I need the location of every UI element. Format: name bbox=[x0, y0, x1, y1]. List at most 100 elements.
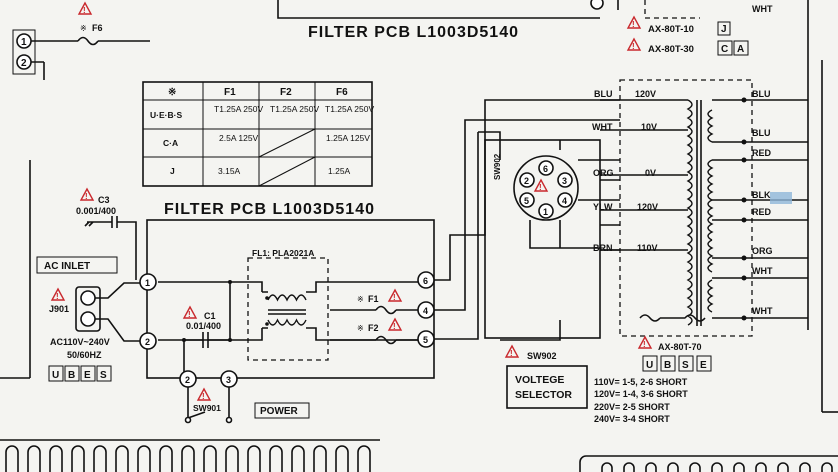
secondary-label: WHT bbox=[752, 306, 773, 316]
line-filter-box bbox=[247, 257, 329, 361]
primary-wire-label: BRN bbox=[593, 243, 613, 253]
svg-text:2: 2 bbox=[524, 176, 529, 186]
secondary-label: BLU bbox=[752, 89, 771, 99]
secondary-winding-4 bbox=[707, 279, 714, 313]
secondary-winding-3 bbox=[707, 239, 714, 273]
svg-text:!: ! bbox=[510, 349, 513, 358]
svg-text:※: ※ bbox=[357, 324, 364, 333]
svg-text:U: U bbox=[646, 360, 653, 371]
svg-text:!: ! bbox=[393, 293, 396, 302]
node-3: 3 bbox=[226, 375, 231, 385]
svg-text:E: E bbox=[700, 360, 707, 371]
table-corner: ※ bbox=[168, 87, 176, 98]
warning-icon: ! bbox=[77, 1, 93, 15]
selector-wires bbox=[434, 99, 620, 341]
primary-wire-label: BLU bbox=[594, 89, 613, 99]
transformer-model: AX-80T-70 bbox=[658, 342, 702, 352]
top-board-outline bbox=[277, 0, 619, 19]
c1-value: 0.01/400 bbox=[186, 321, 221, 331]
table-cell: 1.25A bbox=[328, 166, 351, 176]
svg-text:!: ! bbox=[632, 42, 635, 51]
variant-code-a: A bbox=[737, 44, 744, 55]
warning-icon: ! bbox=[533, 178, 549, 192]
inlet-rating: AC110V~240V bbox=[50, 337, 110, 347]
inlet-section: ! C3 0.001/400 AC INLET ! J901 AC110V~24… bbox=[0, 160, 140, 382]
transformer-box bbox=[619, 79, 753, 337]
terminal-block bbox=[12, 29, 36, 75]
table-cell: T1.25A 250V bbox=[270, 104, 319, 114]
inlet-codes: U B E S bbox=[48, 365, 112, 382]
node-4: 4 bbox=[423, 306, 428, 316]
svg-text:6: 6 bbox=[543, 164, 548, 174]
c3-value: 0.001/400 bbox=[76, 206, 116, 216]
fl1-label: FL1: PLA2021A bbox=[252, 248, 314, 258]
warning-icon: ! bbox=[182, 305, 198, 319]
svg-text:!: ! bbox=[539, 183, 542, 192]
warning-icon: ! bbox=[387, 317, 403, 331]
f2-label: F2 bbox=[368, 323, 379, 333]
secondary-label: RED bbox=[752, 207, 772, 217]
warning-icon: ! bbox=[50, 287, 66, 301]
svg-text:4: 4 bbox=[562, 196, 567, 206]
cap-c1 bbox=[183, 282, 231, 379]
top-dashed-box bbox=[644, 0, 700, 19]
filter-board-title: FILTER PCB L1003D5140 bbox=[164, 201, 375, 218]
node-5: 5 bbox=[423, 335, 428, 345]
svg-text:!: ! bbox=[85, 192, 88, 201]
svg-text:!: ! bbox=[643, 340, 646, 349]
variant-label-1: AX-80T-10 bbox=[648, 24, 694, 35]
primary-tap-label: 120V bbox=[637, 202, 658, 212]
variant-code-j: J bbox=[721, 24, 727, 35]
svg-text:1: 1 bbox=[543, 207, 548, 217]
svg-text:E: E bbox=[84, 370, 91, 381]
svg-text:B: B bbox=[664, 360, 671, 371]
voltage-selector: SW902 6 2 3 5 4 1 ! ! SW902 VOLTEGE SELE… bbox=[434, 99, 688, 424]
primary-wire-label: YLW bbox=[593, 202, 613, 212]
svg-text:!: ! bbox=[632, 20, 635, 29]
fuse-f1 bbox=[375, 305, 397, 315]
warning-icon: ! bbox=[196, 387, 212, 401]
ground-icon bbox=[84, 221, 95, 227]
svg-text:!: ! bbox=[188, 310, 191, 319]
svg-text:U: U bbox=[52, 370, 59, 381]
warning-icon: ! bbox=[626, 37, 642, 51]
table-cell: 2.5A 125V bbox=[219, 133, 259, 143]
secondary-label: RED bbox=[752, 148, 772, 158]
ac-inlet-connector bbox=[75, 286, 101, 332]
setting-240v: 240V= 3-4 SHORT bbox=[594, 414, 670, 424]
filter-wires bbox=[158, 281, 418, 341]
top-wht-label: WHT bbox=[752, 4, 773, 14]
ac-inlet-label: AC INLET bbox=[44, 261, 90, 272]
node-6: 6 bbox=[423, 276, 428, 286]
secondary-label: WHT bbox=[752, 266, 773, 276]
node-2-switch: 2 bbox=[185, 375, 190, 385]
svg-text:3: 3 bbox=[562, 176, 567, 186]
top-section: WHT FILTER PCB L1003D5140 ! ! AX-80T-10 … bbox=[12, 0, 838, 413]
variant-label-2: AX-80T-30 bbox=[648, 44, 694, 55]
svg-text:!: ! bbox=[393, 322, 396, 331]
cap-c3 bbox=[95, 216, 137, 280]
fuse-f2 bbox=[375, 335, 397, 345]
secondary-label: ORG bbox=[752, 246, 773, 256]
warning-icon: ! bbox=[504, 344, 520, 358]
rotary-switch bbox=[513, 155, 579, 221]
svg-text:※: ※ bbox=[357, 295, 364, 304]
table-header-f2: F2 bbox=[280, 87, 292, 98]
terminal-1: 1 bbox=[21, 37, 27, 48]
table-header-f6: F6 bbox=[336, 87, 348, 98]
fuse-f6 bbox=[77, 36, 99, 46]
primary-winding bbox=[686, 99, 693, 326]
svg-text:!: ! bbox=[202, 392, 205, 401]
secondary-label: BLK bbox=[752, 190, 771, 200]
table-row-region: U·E·B·S bbox=[150, 110, 182, 120]
power-transformer: BLU 120V WHT 10V ORG 0V YLW 120V BRN 110… bbox=[529, 60, 809, 372]
c3-label: C3 bbox=[98, 195, 110, 205]
svg-text:!: ! bbox=[56, 292, 59, 301]
table-row-region: C·A bbox=[163, 138, 178, 148]
svg-text:S: S bbox=[100, 370, 107, 381]
svg-text:※: ※ bbox=[80, 24, 87, 33]
variant-code-c: C bbox=[721, 44, 728, 55]
choke-coil-top bbox=[267, 294, 307, 302]
secondary-taps bbox=[712, 99, 808, 319]
